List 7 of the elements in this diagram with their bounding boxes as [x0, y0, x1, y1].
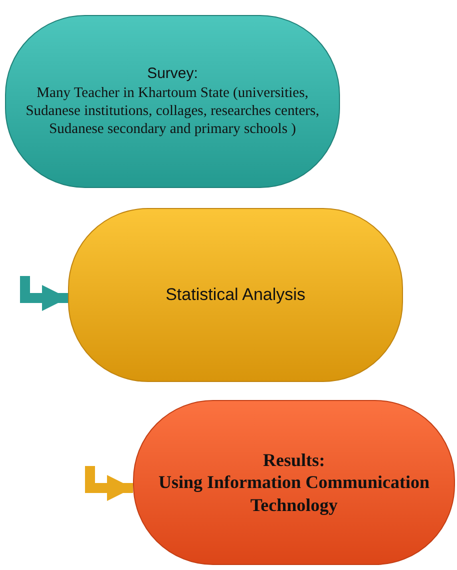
- box-text: Many Teacher in Khartoum State (universities, Sudanese institutions, collages, researches centers, Sudanese secondary and primary schools ): [24, 84, 320, 138]
- bent-arrow: [85, 466, 133, 501]
- box-text: Using Information Communication Technology: [157, 471, 431, 516]
- heading: Results:: [263, 448, 325, 472]
- heading: Survey:: [147, 64, 198, 84]
- box-text: Statistical Analysis: [166, 284, 306, 306]
- bent-arrow: [20, 276, 68, 311]
